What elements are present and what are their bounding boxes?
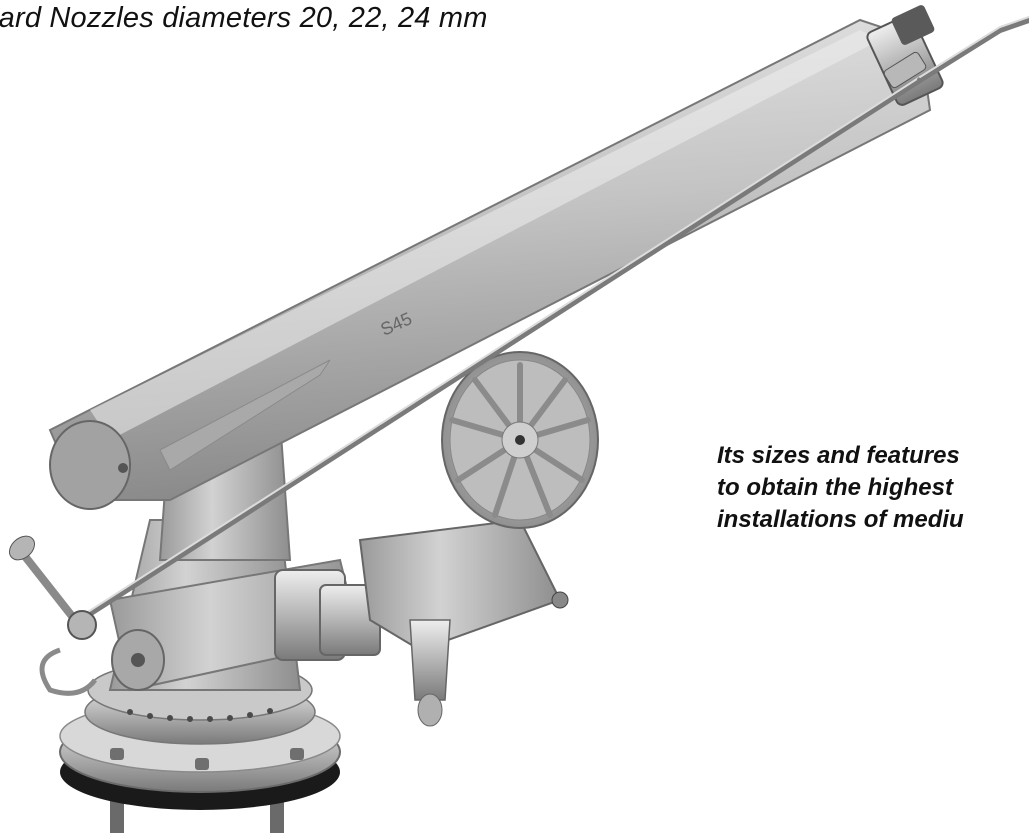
bolt-stud — [270, 795, 284, 833]
turbine-impeller — [441, 351, 599, 529]
rib-fin — [159, 359, 331, 471]
safety-pin — [39, 647, 97, 696]
drain-nozzle — [409, 619, 451, 701]
adjustment-rod — [77, 16, 1029, 623]
adjustment-screw — [8, 535, 97, 696]
nozzle-caption: lard Nozzles diameters 20, 22, 24 mm — [0, 2, 488, 34]
feature-description-line: installations of mediu — [717, 506, 964, 533]
barrel-endcap — [49, 420, 131, 510]
gearbox — [274, 518, 569, 727]
feature-description-line: Its sizes and features — [717, 442, 960, 469]
feature-description: Its sizes and features to obtain the hig… — [717, 440, 964, 536]
feature-description-line: to obtain the highest — [717, 474, 953, 501]
